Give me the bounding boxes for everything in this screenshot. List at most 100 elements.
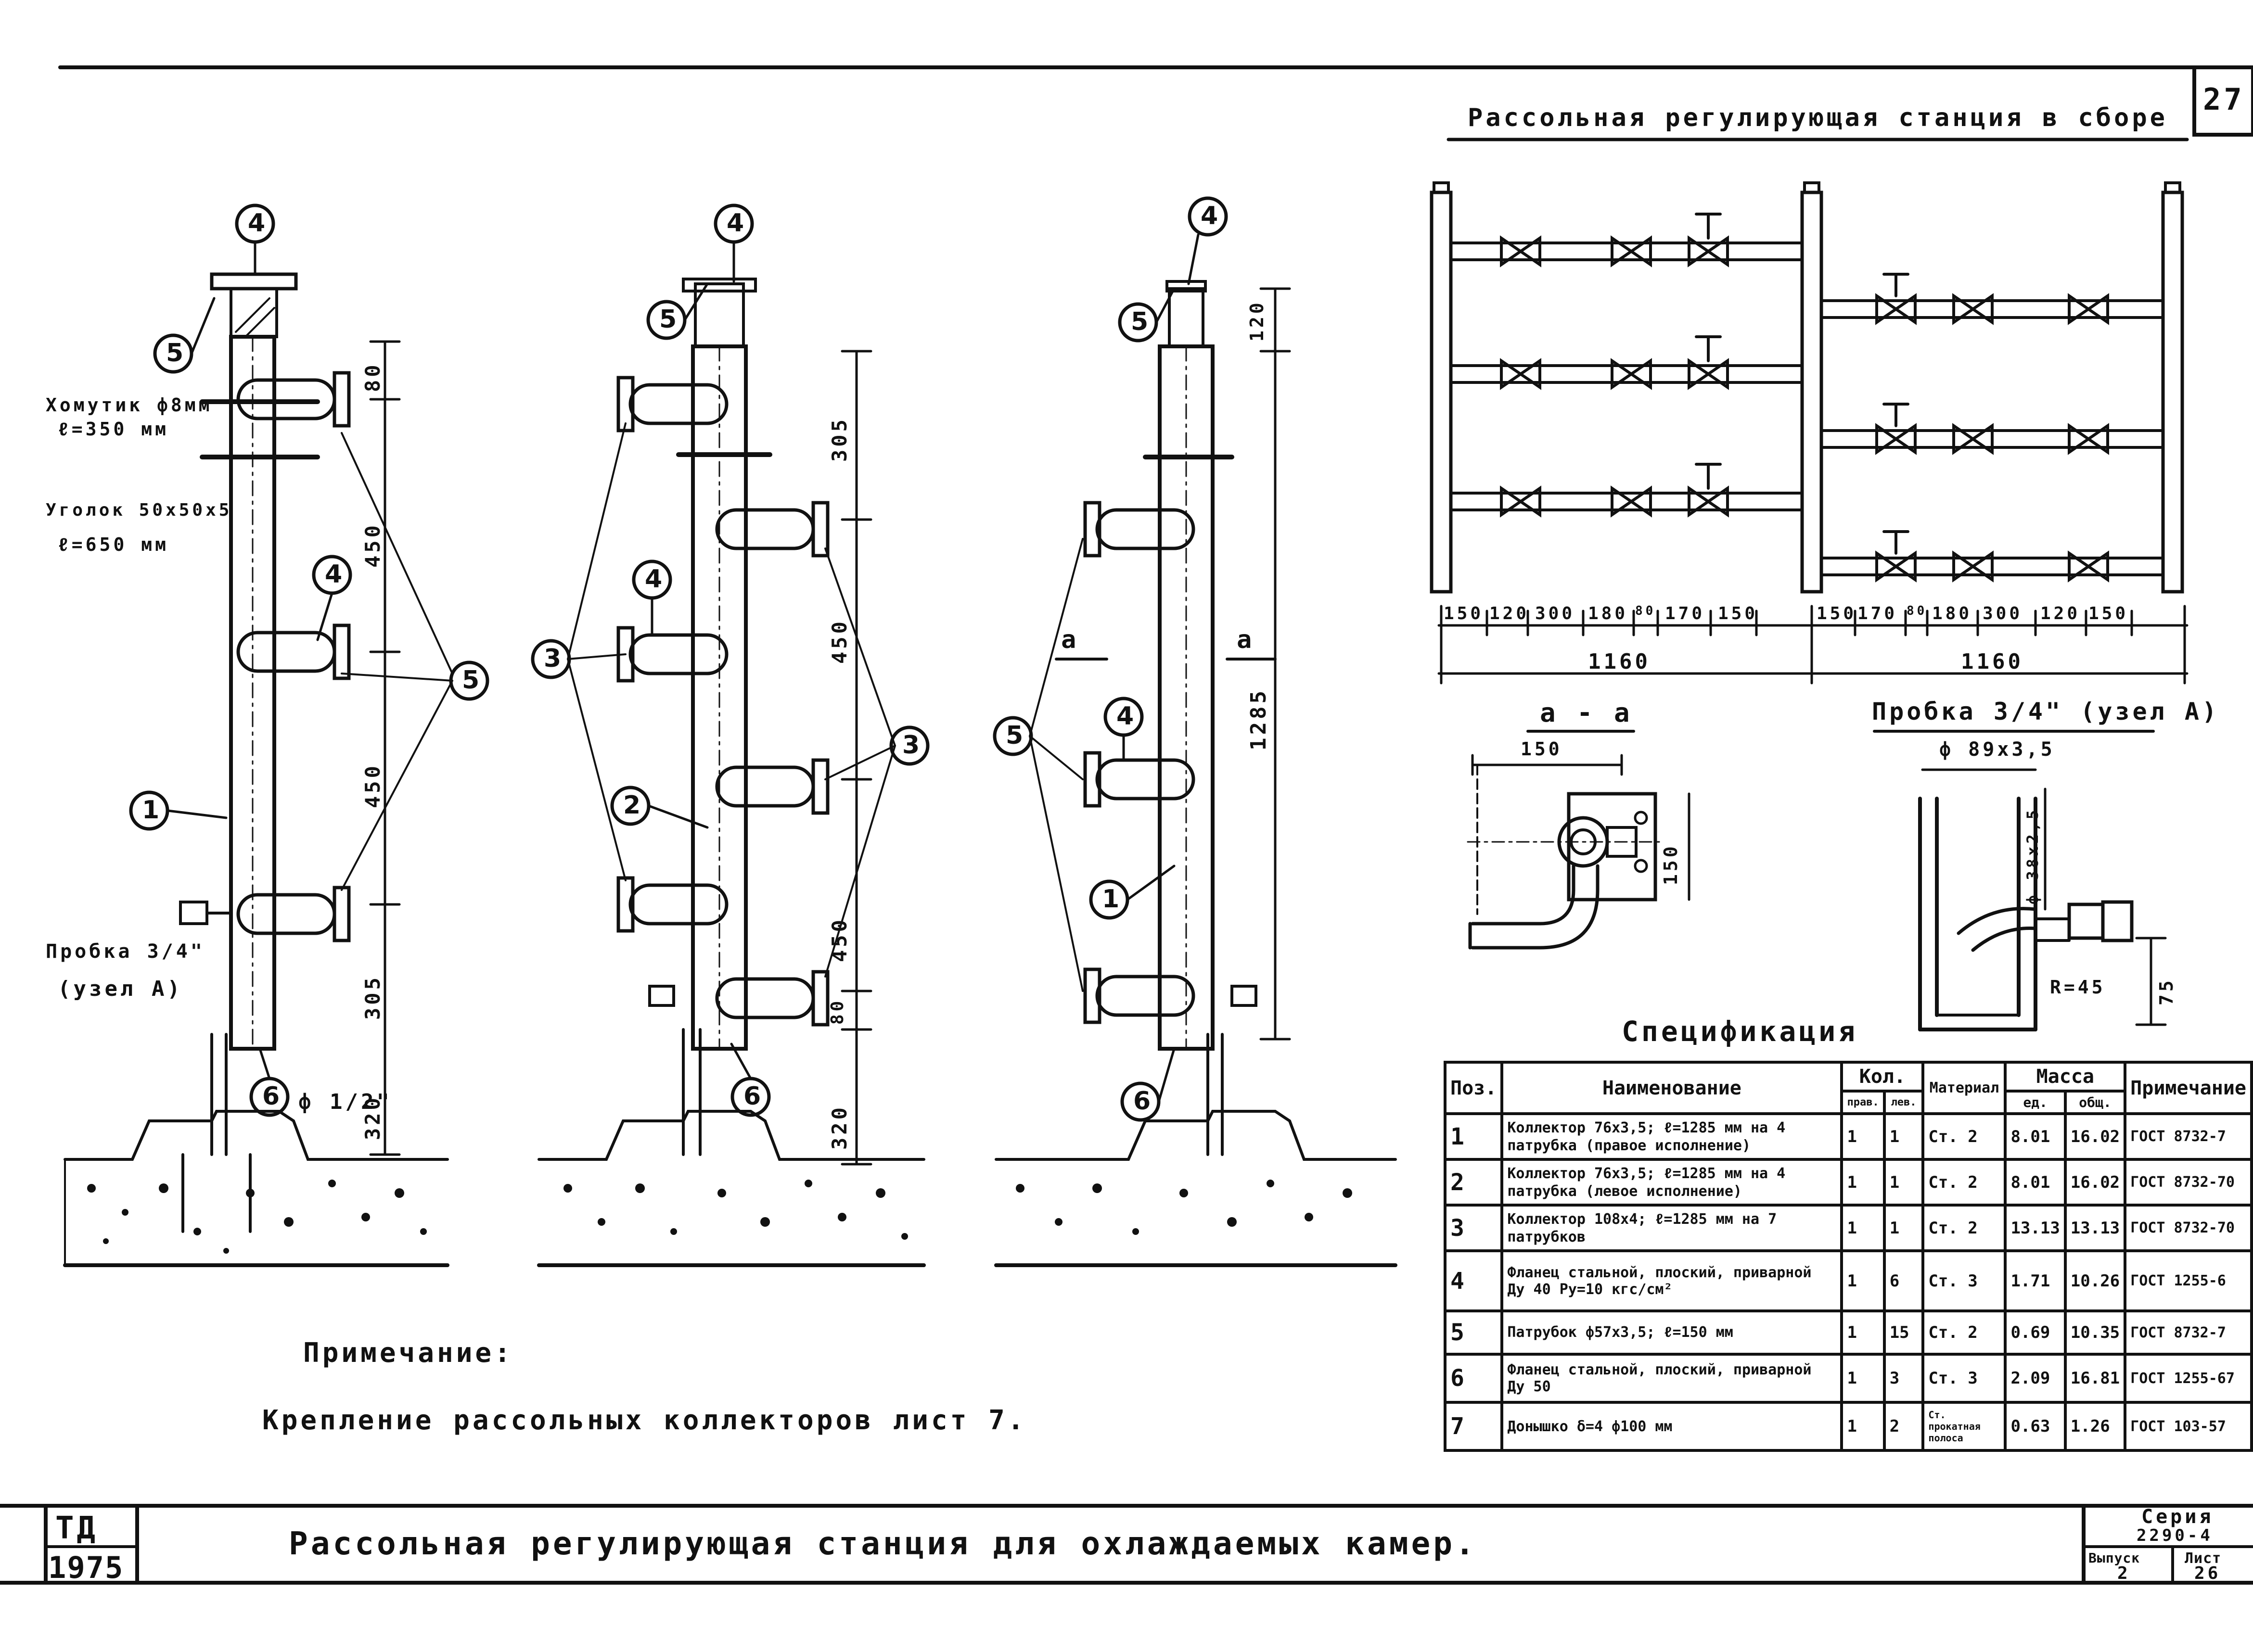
spec-row-pos: 6 bbox=[1443, 1353, 1504, 1404]
spec-header-pos: Поз. bbox=[1443, 1061, 1504, 1115]
middle-dim-450-upper: 450 bbox=[828, 619, 851, 664]
spec-row-material: Ст. прокатная полоса bbox=[1921, 1401, 2007, 1452]
section-aa-label: а - а bbox=[1540, 698, 1633, 728]
spec-row-material: Ст. 3 bbox=[1921, 1353, 2007, 1404]
right-section-mark-right: а bbox=[1237, 625, 1255, 654]
callout-5-left-right: 5 bbox=[462, 666, 483, 695]
left-dim-450-upper: 450 bbox=[361, 522, 384, 568]
callout-5-middle-top: 5 bbox=[659, 305, 680, 334]
assembly-dim-1: 150 bbox=[1444, 604, 1484, 623]
spec-row-mass-total: 16.81 bbox=[2063, 1353, 2127, 1404]
spec-row-mass-total: 10.26 bbox=[2063, 1249, 2127, 1312]
left-dim-450-lower: 450 bbox=[361, 763, 384, 808]
right-collector-view bbox=[993, 196, 1397, 1267]
assembly-dim-12: 300 bbox=[1983, 604, 2023, 623]
spec-title: Спецификация bbox=[1622, 1015, 1858, 1048]
spec-row-name: Коллектор 108х4; ℓ=1285 мм на 7 патрубко… bbox=[1500, 1204, 1843, 1252]
assembly-dim-2: 120 bbox=[1489, 604, 1530, 623]
spec-row-mass-unit: 2.09 bbox=[2004, 1353, 2067, 1404]
callout-1-right: 1 bbox=[1102, 885, 1123, 914]
callout-4-right-mid: 4 bbox=[1116, 702, 1137, 731]
sheet-number: 27 bbox=[2203, 82, 2245, 117]
middle-dim-305: 305 bbox=[828, 417, 851, 462]
callout-5-right-left: 5 bbox=[1006, 721, 1026, 750]
assembly-dim-4: 180 bbox=[1588, 604, 1628, 623]
spec-row-mass-unit: 8.01 bbox=[2004, 1158, 2067, 1207]
spec-row-pos: 5 bbox=[1443, 1309, 1504, 1356]
spec-row: 5 Патрубок ф57х3,5; ℓ=150 мм 1 15 Ст. 2 … bbox=[1443, 1309, 2253, 1356]
left-dim-305: 305 bbox=[361, 975, 384, 1020]
spec-row: 7 Донышко δ=4 ф100 мм 1 2 Ст. прокатная … bbox=[1443, 1401, 2253, 1452]
callout-4-middle-top: 4 bbox=[727, 209, 747, 238]
titleblock-series-value: 2290-4 bbox=[2137, 1526, 2213, 1545]
spec-row-pos: 7 bbox=[1443, 1401, 1504, 1452]
callout-2-middle: 2 bbox=[623, 791, 644, 820]
right-dim-1285: 1285 bbox=[1246, 688, 1271, 750]
spec-row-material: Ст. 3 bbox=[1921, 1249, 2007, 1312]
assembly-dim-8: 150 bbox=[1817, 604, 1857, 623]
assembly-dim-10: 80 bbox=[1907, 604, 1928, 618]
section-aa-view bbox=[1467, 730, 1690, 950]
spec-header-row: Поз. Наименование Кол. Материал Масса Пр… bbox=[1443, 1061, 2253, 1115]
note-heading: Примечание: bbox=[303, 1337, 513, 1369]
spec-row-qty-left: 2 bbox=[1882, 1401, 1925, 1452]
assembly-dim-14: 150 bbox=[2088, 604, 2129, 623]
spec-row-qty-left: 1 bbox=[1882, 1112, 1925, 1161]
spec-row-pos: 3 bbox=[1443, 1204, 1504, 1252]
spec-row-name: Донышко δ=4 ф100 мм bbox=[1500, 1401, 1843, 1452]
label-angle: Уголок 50х50х5 bbox=[46, 500, 232, 520]
assembly-dim-6: 170 bbox=[1665, 604, 1705, 623]
callout-3-middle-right: 3 bbox=[902, 731, 923, 760]
spec-row-pos: 2 bbox=[1443, 1158, 1504, 1207]
spec-row-qty-right: 1 bbox=[1840, 1401, 1886, 1452]
titleblock-org: ТД bbox=[55, 1511, 99, 1546]
assembly-dim-13: 120 bbox=[2040, 604, 2081, 623]
callout-6-middle: 6 bbox=[743, 1082, 764, 1111]
plug-detail-view bbox=[1873, 730, 2167, 1031]
callout-4-middle-mid: 4 bbox=[645, 565, 666, 594]
assembly-dim-9: 170 bbox=[1857, 604, 1898, 623]
spec-row-note: ГОСТ 1255-67 bbox=[2124, 1353, 2253, 1404]
spec-row-qty-left: 1 bbox=[1882, 1204, 1925, 1252]
spec-row-material: Ст. 2 bbox=[1921, 1204, 2007, 1252]
titleblock-series-label: Серия bbox=[2141, 1506, 2214, 1528]
middle-dim-320: 320 bbox=[828, 1105, 851, 1150]
spec-subheader-row: прав. лев. ед. общ. bbox=[1445, 1090, 2252, 1115]
spec-row-pos: 1 bbox=[1443, 1112, 1504, 1161]
spec-header-mass-unit: ед. bbox=[2004, 1090, 2067, 1115]
section-aa-dim-height: 150 bbox=[1660, 843, 1681, 885]
assembly-dim-11: 180 bbox=[1932, 604, 1972, 623]
plug-dim-height: 75 bbox=[2156, 978, 2177, 1005]
label-plug-node: (узел А) bbox=[58, 977, 183, 1001]
spec-row-mass-total: 10.35 bbox=[2063, 1309, 2127, 1356]
label-plug: Пробка 3/4" bbox=[46, 940, 205, 963]
callout-5-right-top: 5 bbox=[1131, 307, 1152, 336]
label-angle-length: ℓ=650 мм bbox=[58, 534, 169, 555]
spec-row-qty-left: 1 bbox=[1882, 1158, 1925, 1207]
middle-dim-450-lower: 450 bbox=[828, 917, 851, 962]
callout-1-left: 1 bbox=[142, 796, 163, 825]
spec-row-note: ГОСТ 103-57 bbox=[2124, 1401, 2253, 1452]
spec-row-qty-right: 1 bbox=[1840, 1249, 1886, 1312]
spec-row: 6 Фланец стальной, плоский, приварной Ду… bbox=[1443, 1353, 2253, 1404]
assembly-dim-7: 150 bbox=[1718, 604, 1758, 623]
spec-header-mass-total: общ. bbox=[2063, 1090, 2127, 1115]
spec-header-note: Примечание bbox=[2124, 1061, 2253, 1115]
callout-4-left-top: 4 bbox=[248, 209, 269, 238]
spec-row-qty-right: 1 bbox=[1840, 1112, 1886, 1161]
assembly-title: Рассольная регулирующая станция в сборе bbox=[1468, 103, 2168, 132]
titleblock-issue-value: 2 bbox=[2117, 1563, 2131, 1583]
plug-dim-inner: ф 38х2,5 bbox=[2023, 807, 2042, 904]
spec-row: 3 Коллектор 108х4; ℓ=1285 мм на 7 патруб… bbox=[1443, 1204, 2253, 1252]
spec-row-mass-unit: 8.01 bbox=[2004, 1112, 2067, 1161]
section-aa-dim-width: 150 bbox=[1521, 738, 1562, 760]
spec-row-mass-unit: 1.71 bbox=[2004, 1249, 2067, 1312]
spec-row-note: ГОСТ 8732-7 bbox=[2124, 1112, 2253, 1161]
spec-header-qty-right: прав. bbox=[1840, 1090, 1886, 1115]
spec-row-note: ГОСТ 8732-7 bbox=[2124, 1309, 2253, 1356]
spec-row-qty-left: 6 bbox=[1882, 1249, 1925, 1312]
spec-row-mass-total: 16.02 bbox=[2063, 1158, 2127, 1207]
spec-row-qty-right: 1 bbox=[1840, 1309, 1886, 1356]
titleblock-sheet-label: Лист bbox=[2185, 1550, 2222, 1567]
